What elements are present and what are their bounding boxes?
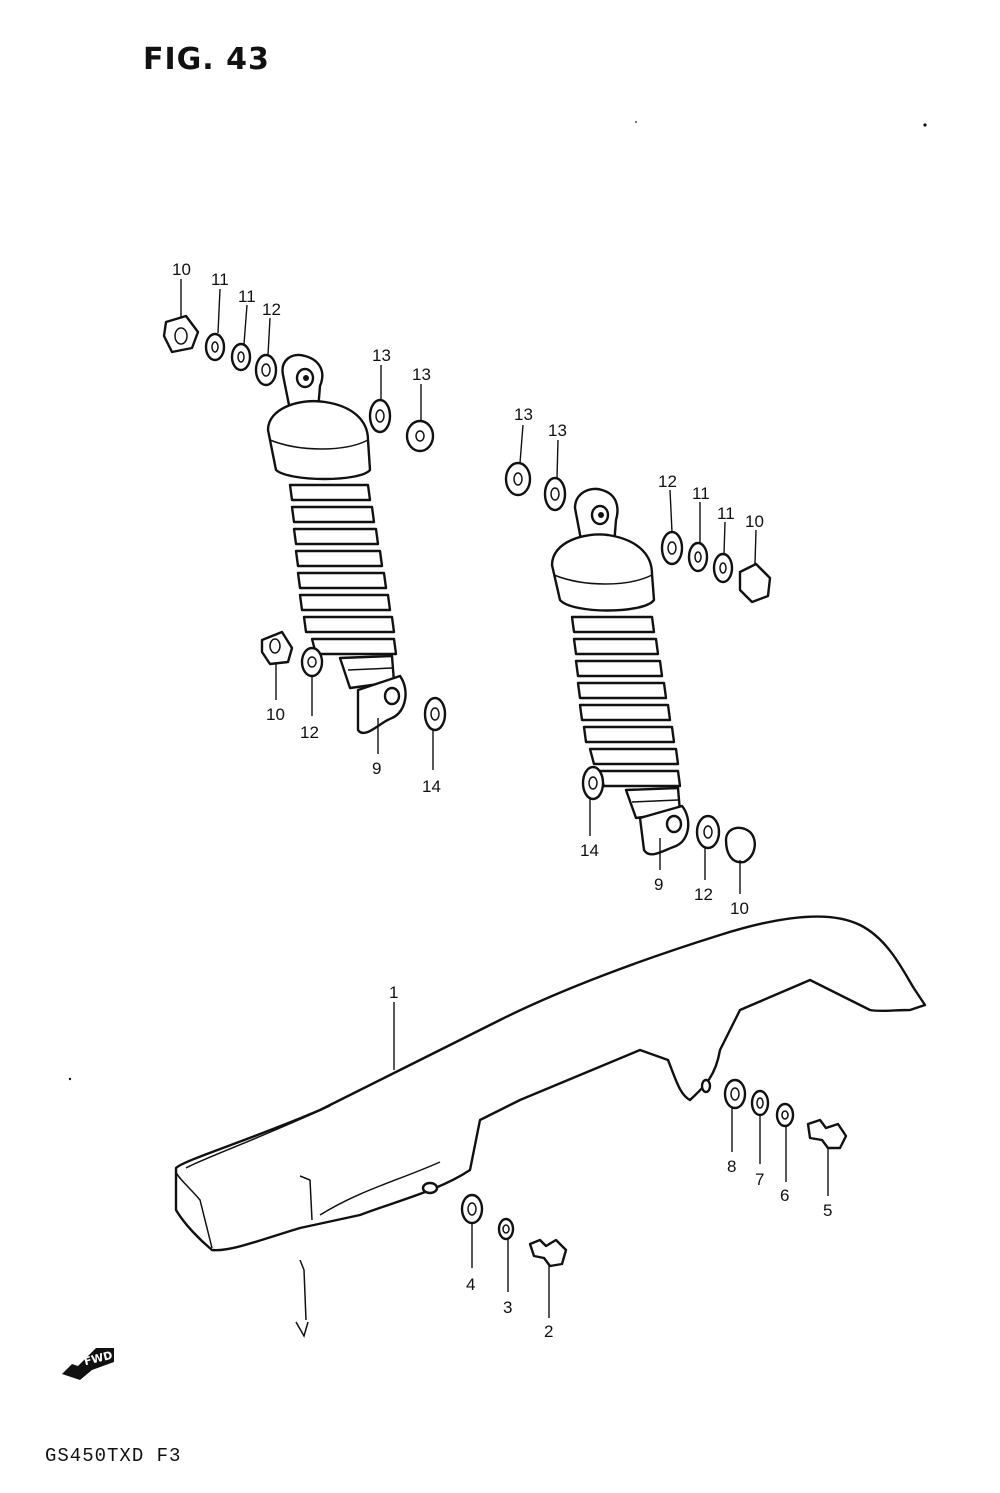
callout-10: 10 [730, 899, 749, 918]
callout-12: 12 [262, 300, 281, 319]
callout-11: 11 [692, 484, 710, 503]
callout-11: 11 [211, 270, 229, 289]
left-upper-hardware [162, 314, 435, 453]
callout-1: 1 [389, 983, 398, 1002]
callout-10: 10 [745, 512, 764, 531]
callout-11: 11 [238, 287, 256, 306]
callout-12: 12 [694, 885, 713, 904]
right-shock-absorber [550, 487, 690, 856]
leader-lines [180, 279, 829, 1318]
model-code: GS450TXD F3 [45, 1445, 182, 1467]
callout-labels: 10 11 11 12 13 13 10 12 9 14 13 13 12 11… [172, 260, 832, 1341]
callout-9: 9 [372, 759, 381, 778]
figure-title: FIG. 43 [143, 42, 270, 77]
callout-10: 10 [172, 260, 191, 279]
callout-7: 7 [755, 1170, 764, 1189]
callout-13: 13 [412, 365, 431, 384]
chain-case [174, 915, 927, 1338]
callout-13: 13 [514, 405, 533, 424]
callout-6: 6 [780, 1186, 789, 1205]
callout-9: 9 [654, 875, 663, 894]
callout-13: 13 [372, 346, 391, 365]
right-lower-hardware [581, 765, 756, 864]
callout-2: 2 [544, 1322, 553, 1341]
callout-8: 8 [727, 1157, 736, 1176]
callout-12: 12 [658, 472, 677, 491]
callout-3: 3 [503, 1298, 512, 1317]
right-upper-hardware [504, 461, 772, 604]
callout-10: 10 [266, 705, 285, 724]
callout-11: 11 [717, 504, 735, 523]
forward-direction-arrow: FWD [62, 1348, 114, 1380]
callout-4: 4 [466, 1275, 475, 1294]
callout-5: 5 [823, 1201, 832, 1220]
left-lower-hardware [260, 630, 447, 732]
callout-13: 13 [548, 421, 567, 440]
left-shock-absorber [266, 353, 407, 735]
chain-case-hardware [460, 1078, 848, 1268]
callout-14: 14 [580, 841, 599, 860]
callout-12: 12 [300, 723, 319, 742]
callout-14: 14 [422, 777, 441, 796]
